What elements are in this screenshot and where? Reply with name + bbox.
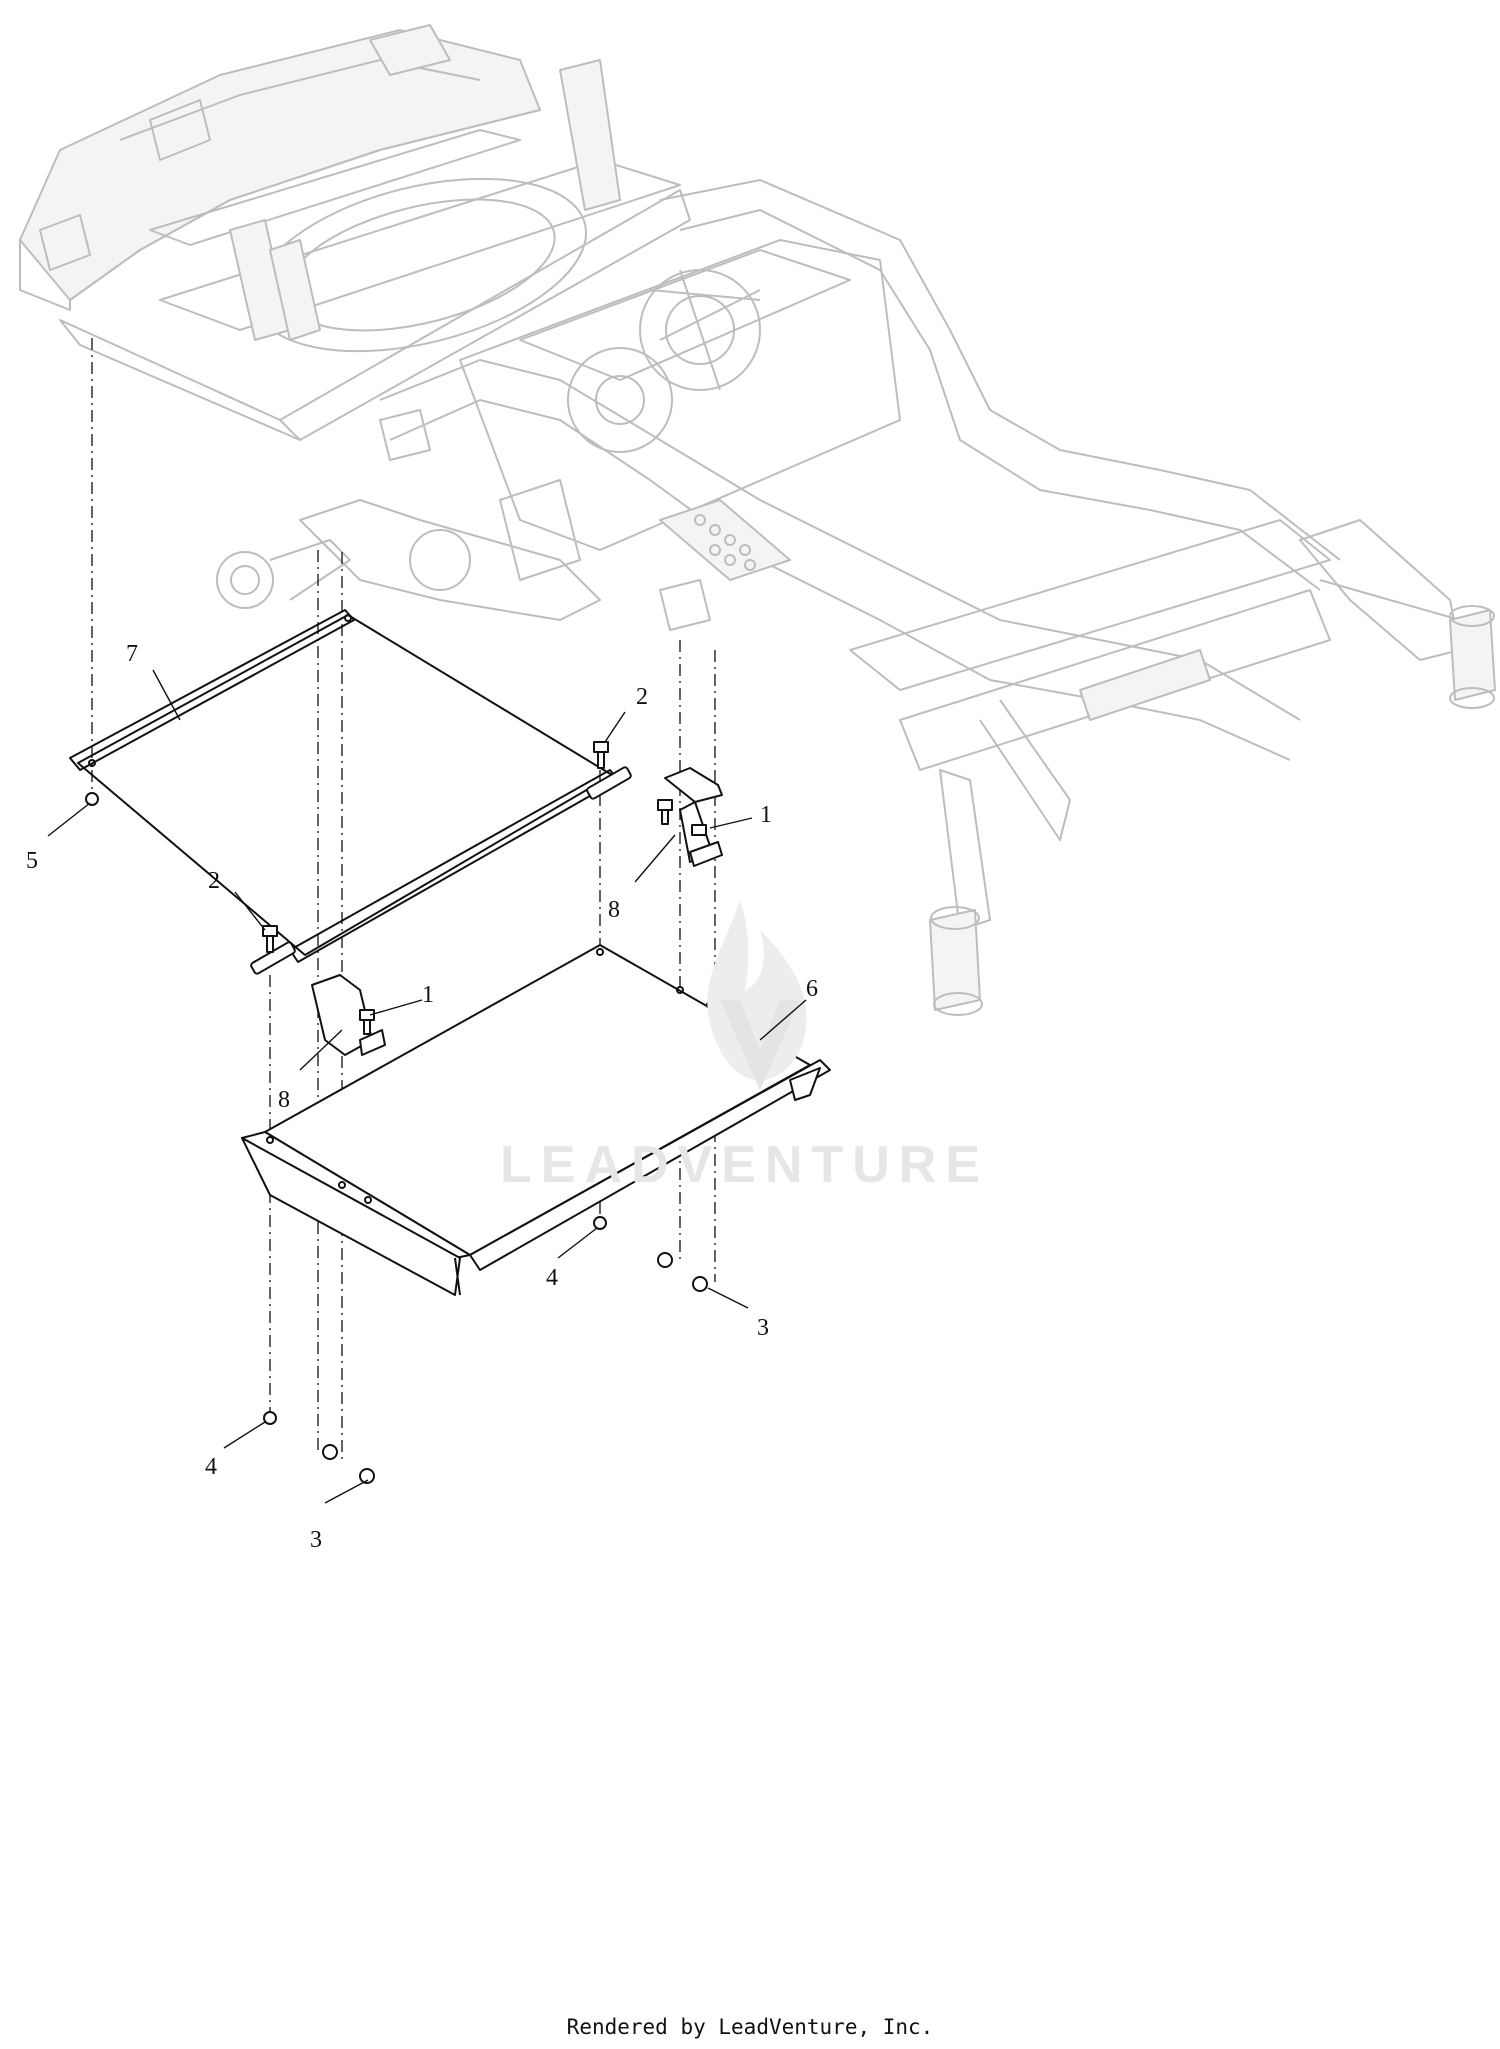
part-7-plate bbox=[69, 609, 632, 975]
part-1-bolt-right bbox=[657, 799, 707, 836]
callout-1-upper: 1 bbox=[760, 802, 772, 828]
part-4-nut-lower bbox=[263, 1411, 277, 1425]
callout-4-tray: 4 bbox=[546, 1265, 558, 1291]
callout-7: 7 bbox=[126, 641, 138, 667]
assembly-centerlines bbox=[91, 338, 716, 1460]
callout-labels: 7 2 5 2 1 1 8 8 6 4 3 4 3 bbox=[26, 641, 818, 1553]
part-3-nut-a bbox=[657, 1252, 673, 1268]
part-5-nut bbox=[85, 792, 99, 806]
callout-2-upper: 2 bbox=[636, 684, 648, 710]
callout-5: 5 bbox=[26, 848, 38, 874]
mower-frame-assembly bbox=[19, 24, 1496, 1016]
callout-3-lower: 3 bbox=[310, 1527, 322, 1553]
part-2-bolt-right bbox=[593, 741, 609, 769]
part-3-nut-c bbox=[322, 1444, 338, 1460]
part-3-nut-d bbox=[359, 1468, 375, 1484]
watermark-text: LEADVENTURE bbox=[500, 1136, 989, 1194]
render-credit-footer: Rendered by LeadVenture, Inc. bbox=[566, 2015, 934, 2039]
part-4-nut-tray bbox=[593, 1216, 607, 1230]
callout-2-lower: 2 bbox=[208, 868, 220, 894]
part-1-bolt-left bbox=[359, 1009, 375, 1035]
leadventure-watermark: LEADVENTURE bbox=[500, 900, 989, 1194]
callout-8-lower: 8 bbox=[278, 1087, 290, 1113]
callout-leaders bbox=[47, 669, 807, 1504]
part-2-bolt-left bbox=[262, 925, 278, 953]
part-6-shield bbox=[241, 944, 831, 1296]
part-8-bracket-left bbox=[311, 974, 386, 1056]
callout-8-upper: 8 bbox=[608, 897, 620, 923]
callout-3-tray: 3 bbox=[757, 1315, 769, 1341]
callout-4-lower: 4 bbox=[205, 1454, 217, 1480]
callout-6: 6 bbox=[806, 976, 818, 1002]
part-3-nut-b bbox=[692, 1276, 708, 1292]
part-8-bracket-right bbox=[664, 767, 723, 867]
callout-1-lower: 1 bbox=[422, 982, 434, 1008]
